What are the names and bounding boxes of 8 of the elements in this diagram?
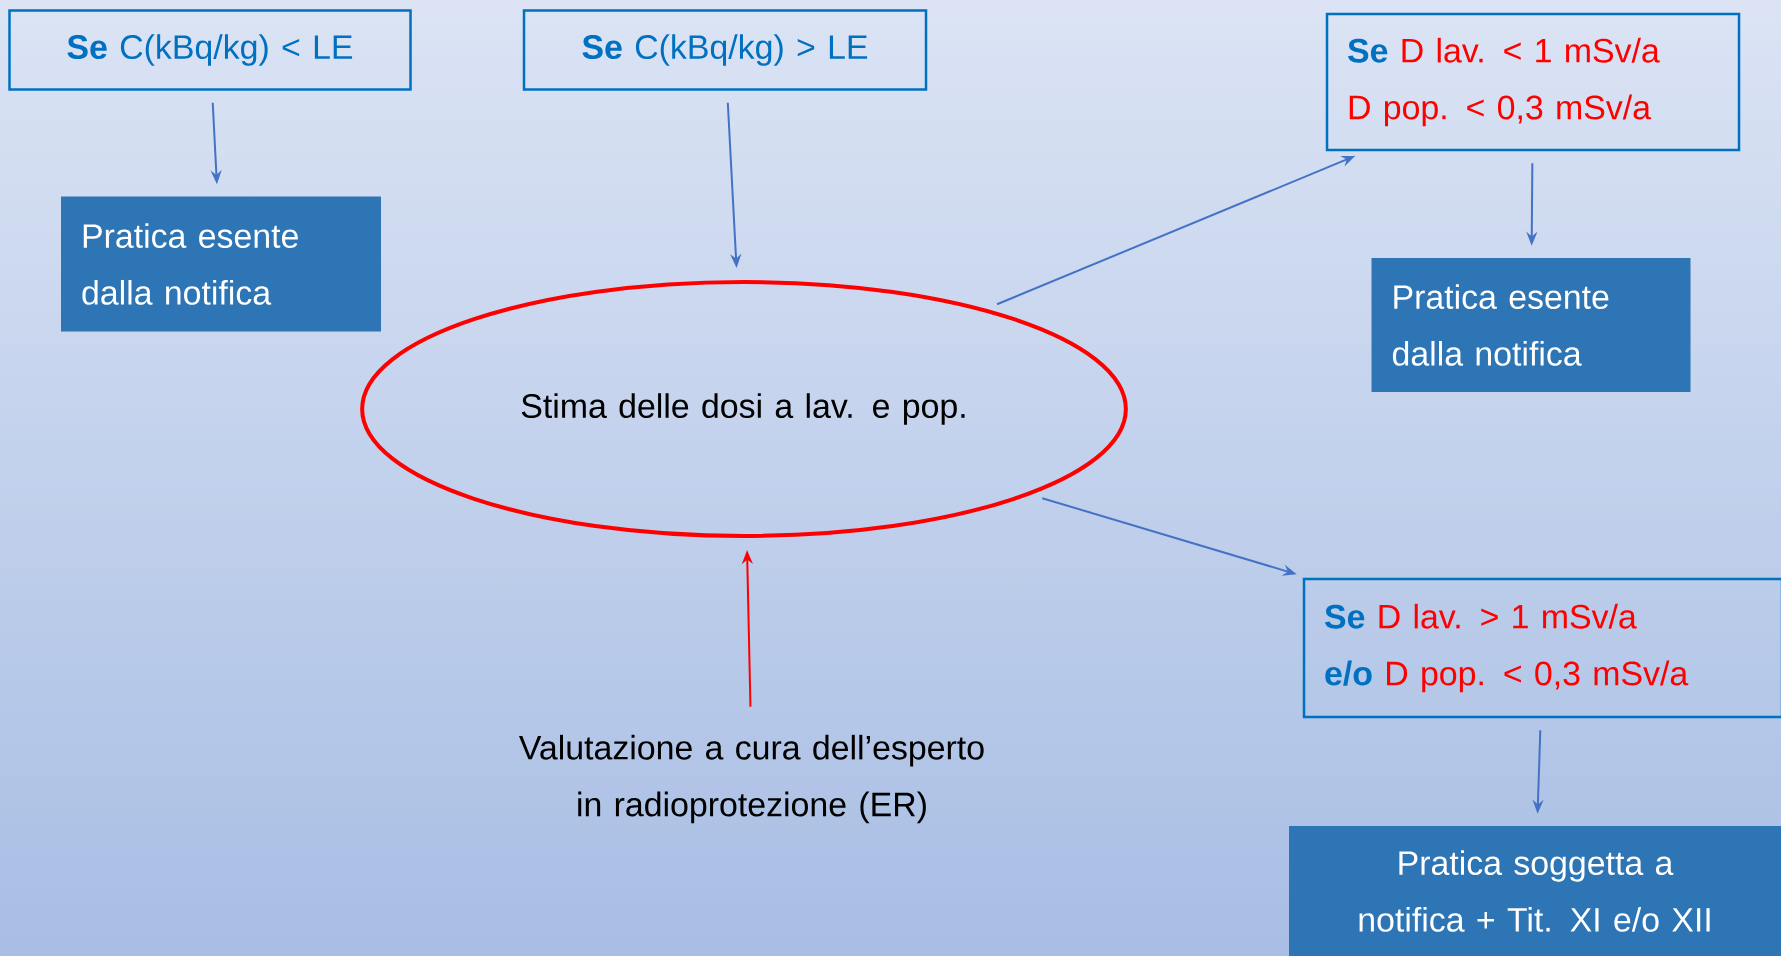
outcome-box: Pratica esente dalla notifica <box>1371 258 1691 392</box>
condition-box: Se C(kBq/kg) > LE <box>522 9 928 91</box>
outcome-box: Pratica esente dalla notifica <box>61 196 381 332</box>
note-text: Valutazione a cura dell’esperto in radioprotezione (ER) <box>519 734 984 824</box>
condition-box: Se D lav. < 1 mSv/a D pop. < 0,3 mSv/a <box>1325 12 1741 152</box>
condition-box: Se C(kBq/kg) < LE <box>8 9 412 91</box>
condition-box: Se D lav. > 1 mSv/a e/o D pop. < 0,3 mSv/a <box>1302 577 1781 719</box>
outcome-box: Pratica soggetta a notifica + Tit. XI e/o XII <box>1289 826 1781 956</box>
